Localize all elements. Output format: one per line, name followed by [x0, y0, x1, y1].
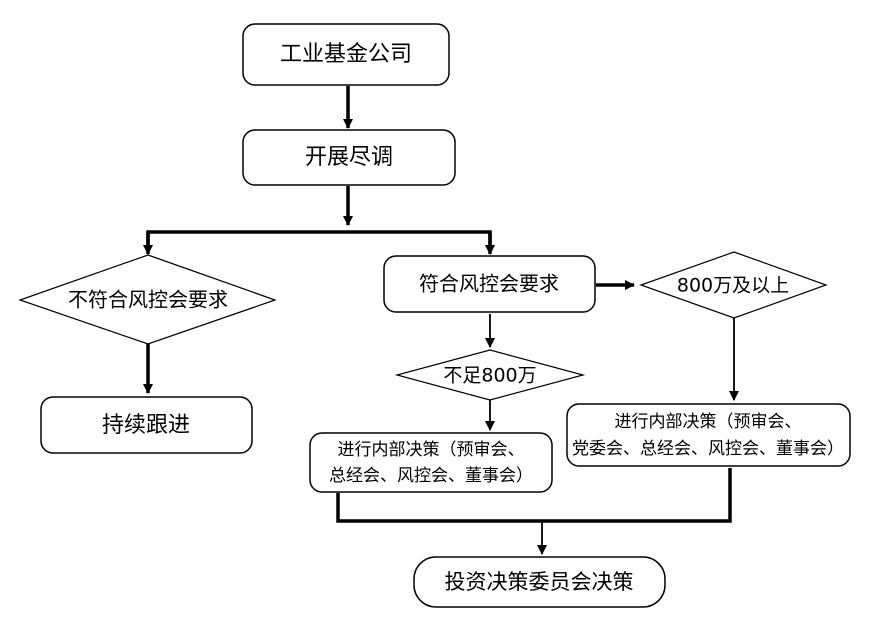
node-due-diligence: 开展尽调: [242, 129, 456, 186]
not-meet-label: 不符合风控会要求: [68, 288, 228, 312]
branch-line: [146, 230, 492, 252]
node-decision-small: 进行内部决策（预审会、 总经会、风控会、董事会）: [309, 432, 553, 493]
node-decision-large: 进行内部决策（预审会、 党委会、总经会、风控会、董事会）: [566, 403, 851, 467]
meet-label: 符合风控会要求: [419, 272, 559, 296]
over-800-label: 800万及以上: [677, 275, 789, 297]
node-under-800: 不足800万: [394, 349, 586, 401]
due-diligence-label: 开展尽调: [305, 145, 393, 170]
start-label: 工业基金公司: [280, 42, 412, 67]
decision-large-line2: 党委会、总经会、风控会、董事会）: [572, 439, 844, 459]
node-over-800: 800万及以上: [639, 251, 828, 319]
node-final: 投资决策委员会决策: [413, 556, 666, 608]
decision-small-line1: 进行内部决策（预审会、: [338, 440, 525, 460]
decision-large-line1: 进行内部决策（预审会、: [615, 412, 802, 432]
final-label: 投资决策委员会决策: [445, 570, 634, 594]
node-follow-up: 持续跟进: [40, 396, 253, 454]
under-800-label: 不足800万: [443, 365, 536, 387]
follow-up-label: 持续跟进: [102, 413, 190, 438]
node-meet: 符合风控会要求: [383, 255, 596, 313]
merge-line: [336, 468, 732, 523]
node-start: 工业基金公司: [242, 23, 450, 86]
decision-small-line2: 总经会、风控会、董事会）: [329, 466, 533, 486]
node-not-meet: 不符合风控会要求: [18, 254, 277, 345]
connectors: [143, 86, 739, 555]
